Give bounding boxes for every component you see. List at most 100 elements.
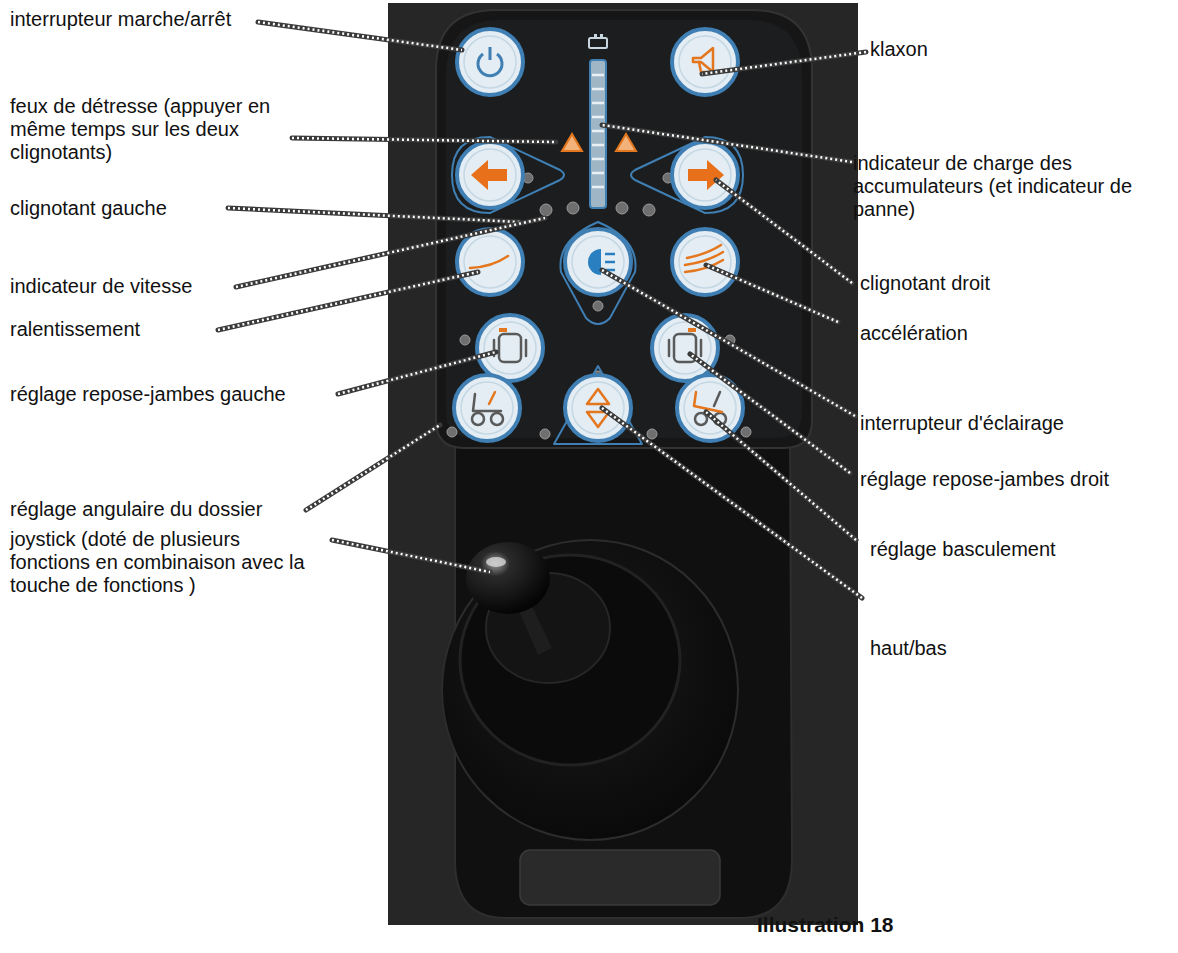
left-indicator-button xyxy=(457,142,523,208)
slow-down-button xyxy=(470,256,508,268)
left-indicator-button xyxy=(464,149,516,201)
light-button xyxy=(605,253,615,256)
callout-label: clignotant droit xyxy=(860,272,1160,295)
leader-line xyxy=(332,540,490,572)
joystick xyxy=(486,557,506,567)
power-button xyxy=(457,29,523,95)
legrest-left-button xyxy=(525,340,528,356)
battery-indicator xyxy=(592,88,604,91)
tilt-button xyxy=(695,413,707,425)
leader-line xyxy=(292,138,556,142)
button-group-outline xyxy=(452,137,564,213)
up-down-button xyxy=(565,375,631,441)
leader-line xyxy=(218,272,478,330)
callout-label: réglage basculement xyxy=(870,538,1160,561)
slow-down-button xyxy=(457,229,523,295)
horn-button xyxy=(699,62,707,72)
handle-grip xyxy=(520,850,720,905)
leader-line xyxy=(306,425,440,510)
backrest-button xyxy=(461,382,513,434)
up-down-button xyxy=(587,412,609,427)
joystick xyxy=(466,542,550,614)
callout-label: haut/bas xyxy=(870,637,1160,660)
up-down-button xyxy=(587,389,609,404)
callout-label: ralentissement xyxy=(10,318,310,341)
callout-label: indicateur de vitesse xyxy=(10,275,310,298)
indicator-led xyxy=(447,427,457,437)
leader-line xyxy=(706,265,838,322)
leader-line xyxy=(602,270,855,416)
horn-button xyxy=(672,29,738,95)
indicator-led xyxy=(460,335,470,345)
right-indicator-button xyxy=(688,160,724,190)
button-group-outline xyxy=(560,222,635,324)
leader-line xyxy=(292,138,556,142)
light-button xyxy=(605,261,615,264)
battery-indicator xyxy=(600,34,603,38)
light-button xyxy=(565,229,631,295)
leader-line xyxy=(236,218,545,287)
battery-indicator xyxy=(592,102,604,105)
hazard-symbol xyxy=(562,134,636,151)
leader-line xyxy=(690,354,850,473)
battery-indicator xyxy=(589,34,607,208)
callout-label: feux de détresse (appuyer en même temps … xyxy=(10,95,300,164)
backrest-button xyxy=(454,375,520,441)
legrest-right-button xyxy=(668,340,671,356)
callout-label: indicateur de charge des accumulateurs (… xyxy=(853,152,1163,221)
leader-line xyxy=(716,180,852,283)
right-indicator-button xyxy=(672,142,738,208)
battery-indicator xyxy=(592,130,604,133)
indicator-led xyxy=(616,202,628,214)
backrest-button xyxy=(454,375,520,441)
indicator-led xyxy=(540,204,552,216)
battery-indicator xyxy=(592,75,604,187)
battery-indicator xyxy=(592,172,604,175)
power-button xyxy=(489,47,492,60)
leader-line xyxy=(716,180,852,283)
horn-button xyxy=(679,36,731,88)
leader-line xyxy=(258,22,462,50)
left-indicator-button xyxy=(471,160,507,190)
battery-indicator xyxy=(592,116,604,119)
leader-line xyxy=(702,52,866,74)
leader-line xyxy=(690,354,850,473)
tilt-button xyxy=(684,382,736,434)
callout-label: réglage repose-jambes droit xyxy=(860,468,1160,491)
legrest-right-button xyxy=(688,328,696,332)
callout-label: klaxon xyxy=(870,38,1160,61)
indicator-led xyxy=(647,429,657,439)
speed-up-button xyxy=(672,229,738,295)
legrest-right-button xyxy=(652,315,718,381)
callout-label: joystick (doté de plusieurs fonctions en… xyxy=(10,528,315,597)
leader-line xyxy=(228,208,520,222)
battery-indicator xyxy=(589,38,607,48)
leader-line xyxy=(218,22,866,598)
power-button xyxy=(464,36,516,88)
callout-label: réglage angulaire du dossier xyxy=(10,498,330,521)
slow-down-button xyxy=(464,236,516,288)
horn-button xyxy=(693,48,713,72)
leader-line xyxy=(602,408,862,598)
callout-label: interrupteur d'éclairage xyxy=(860,412,1160,435)
battery-indicator xyxy=(592,144,604,147)
tilt-button xyxy=(694,392,722,412)
battery-indicator xyxy=(590,60,606,208)
leader-line xyxy=(706,412,856,540)
leader-line xyxy=(702,52,866,74)
light-button xyxy=(565,229,631,295)
speed-up-button xyxy=(687,245,721,258)
speed-up-button xyxy=(672,229,738,295)
button-group-outline xyxy=(631,137,743,213)
power-button xyxy=(457,29,523,95)
speed-up-button xyxy=(679,236,731,288)
left-indicator-button xyxy=(457,142,523,208)
tilt-button xyxy=(714,392,720,406)
battery-indicator xyxy=(592,158,604,161)
leader-line xyxy=(258,22,462,50)
leader-line xyxy=(236,218,545,287)
backrest-button xyxy=(491,413,503,425)
indicator-led xyxy=(643,204,655,216)
callout-label: réglage repose-jambes gauche xyxy=(10,383,350,406)
leader-line xyxy=(706,412,856,540)
